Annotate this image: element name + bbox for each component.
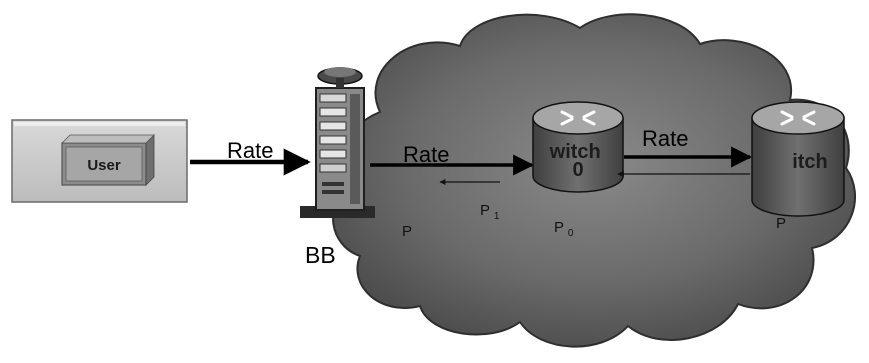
switch-1-router: itch bbox=[752, 102, 844, 216]
switch-0-label-line2: 0 bbox=[572, 159, 583, 181]
switch-1-label: itch bbox=[792, 151, 828, 173]
price-p1-main: P bbox=[480, 202, 490, 219]
price-p-far: P bbox=[776, 215, 786, 232]
rate-label-bb: Rate bbox=[403, 142, 449, 167]
price-p1-sub: 1 bbox=[494, 211, 500, 222]
price-p0-sub: 0 bbox=[568, 228, 574, 239]
user-node: User bbox=[12, 120, 187, 202]
bb-label: BB bbox=[305, 242, 336, 268]
price-p-bb: P bbox=[402, 223, 412, 240]
price-p0-main: P bbox=[554, 219, 564, 236]
rate-label-switch: Rate bbox=[642, 126, 688, 151]
switch-0-router: witch 0 bbox=[533, 102, 623, 192]
user-label: User bbox=[87, 157, 121, 174]
bandwidth-broker-server bbox=[300, 67, 375, 218]
rate-label-user: Rate bbox=[227, 138, 273, 163]
